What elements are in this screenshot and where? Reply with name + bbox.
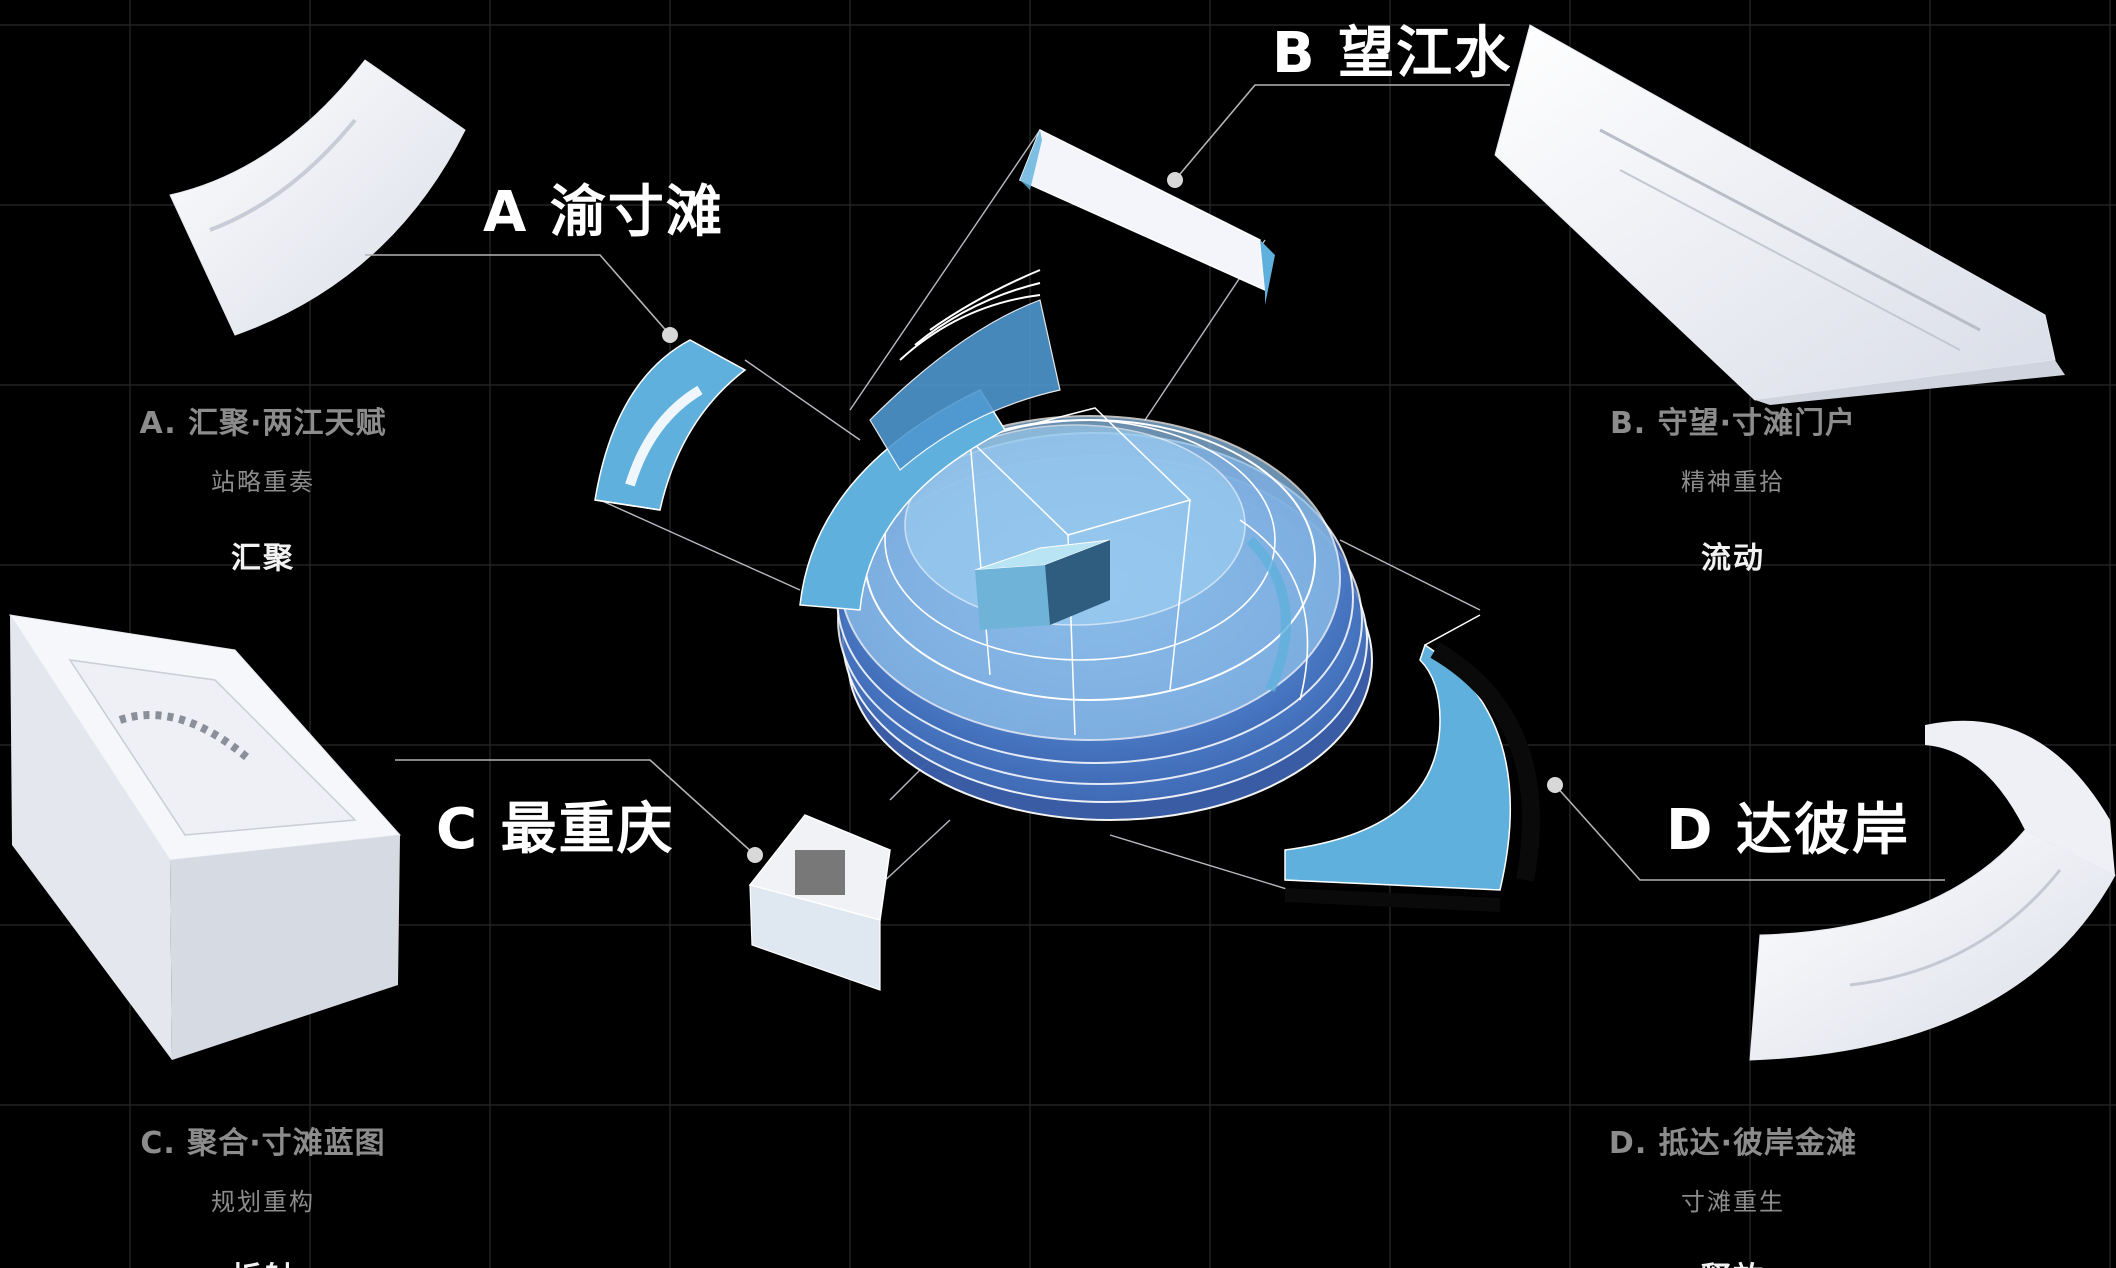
leader-dots	[662, 172, 1563, 863]
caption-c: C. 聚合·寸滩蓝图 规划重构 折射	[0, 1118, 563, 1268]
caption-a-subtitle: 站略重奏	[211, 468, 315, 496]
heading-a: A 渝寸滩	[483, 180, 724, 245]
heading-d: D 达彼岸	[1666, 798, 1910, 863]
caption-a: A. 汇聚·两江天赋 站略重奏 汇聚	[0, 398, 563, 577]
arc-sector-back	[799, 269, 1061, 611]
core-model	[836, 407, 1373, 821]
caption-c-keyword: 折射	[0, 1253, 563, 1268]
heading-b: B 望江水	[1272, 21, 1513, 86]
caption-d-title: D. 抵达·彼岸金滩	[1608, 1126, 1858, 1161]
caption-a-title: A. 汇聚·两江天赋	[139, 406, 387, 441]
caption-b-keyword: 流动	[1701, 541, 1765, 576]
model-a-large	[169, 59, 466, 336]
caption-d: D. 抵达·彼岸金滩 寸滩重生 释放	[1433, 1118, 2033, 1268]
piece-b-small	[1019, 128, 1275, 305]
caption-c-subtitle: 规划重构	[211, 1188, 315, 1216]
caption-d-keyword: 释放	[1433, 1253, 2033, 1268]
caption-d-subtitle: 寸滩重生	[1681, 1188, 1785, 1216]
piece-c-small	[748, 814, 891, 991]
caption-b-title: B. 守望·寸滩门户	[1609, 406, 1857, 441]
piece-a-small	[594, 339, 747, 511]
heading-c: C 最重庆	[436, 797, 675, 862]
caption-a-keyword: 汇聚	[231, 541, 295, 576]
model-c-large	[8, 614, 402, 1060]
model-d-large	[1749, 720, 2116, 1061]
caption-b-subtitle: 精神重拾	[1681, 468, 1785, 496]
caption-b: B. 守望·寸滩门户 精神重拾 流动	[1433, 398, 2033, 577]
caption-c-title: C. 聚合·寸滩蓝图	[140, 1126, 386, 1161]
model-b-large	[1494, 24, 2065, 405]
piece-d-small	[1284, 614, 1540, 912]
leader-lines	[365, 84, 1945, 881]
